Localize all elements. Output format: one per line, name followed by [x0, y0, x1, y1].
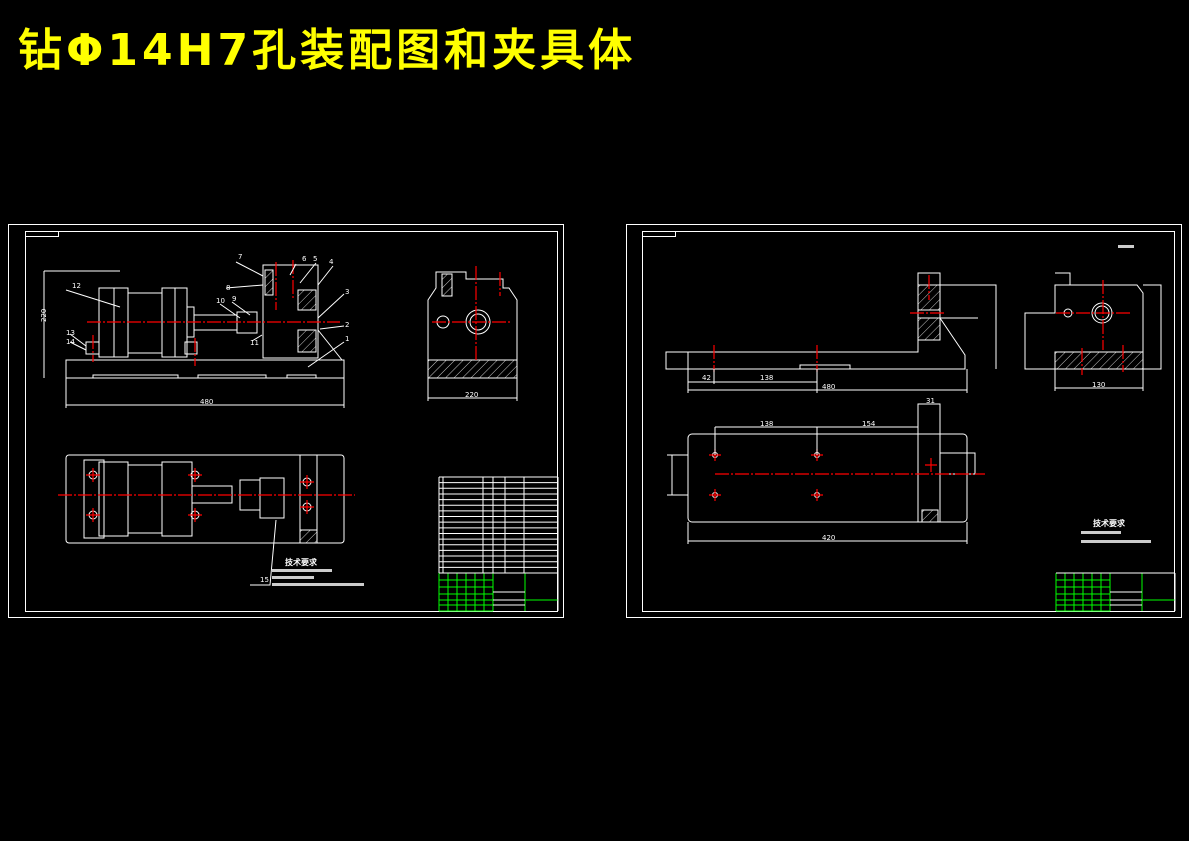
dimension-label: 220 [465, 391, 478, 399]
corner-box [25, 231, 59, 237]
tech-requirements: 技术要求 [272, 557, 364, 586]
bolt-holes [86, 468, 314, 522]
part-number: 9 [232, 295, 236, 303]
dimension-label: 31 [926, 397, 935, 405]
title-block [1055, 572, 1176, 612]
tech-requirements: 技术要求 [1081, 518, 1151, 543]
part-number: 2 [345, 321, 349, 329]
assembly-front-view: 480 220 12 7 8 6 5 4 3 2 1 10 9 13 14 11 [40, 253, 349, 408]
part-number: 8 [226, 284, 230, 292]
part-number: 10 [216, 297, 225, 305]
assembly-sheet[interactable]: 480 220 12 7 8 6 5 4 3 2 1 10 9 13 14 11 [8, 224, 564, 618]
fixture-body-sheet[interactable]: 42 138 480 130 [626, 224, 1182, 618]
part-number: 4 [329, 258, 334, 266]
sheet-border [8, 224, 564, 618]
dimension-label: 130 [1092, 381, 1105, 389]
title-block [438, 572, 559, 612]
parts-list-table [438, 476, 559, 574]
part-number: 6 [302, 255, 307, 263]
part-number: 3 [345, 288, 349, 296]
tech-requirements-heading: 技术要求 [1093, 518, 1126, 528]
part-number: 14 [66, 338, 75, 346]
body-side-view: 130 [1024, 272, 1162, 391]
dimension-label: 138 [760, 374, 773, 382]
part-number: 15 [260, 576, 269, 584]
dimension-label: 154 [862, 420, 876, 428]
mounting-holes [709, 449, 937, 501]
dimension-label: 420 [822, 534, 835, 542]
body-plan-view: 138 154 31 420 [667, 397, 985, 544]
sheet-frame [25, 231, 558, 612]
body-front-view: 42 138 480 [665, 272, 997, 393]
sheet-frame [642, 231, 1175, 612]
part-number: 13 [66, 329, 75, 337]
assembly-side-view: 220 [427, 266, 518, 401]
dimension-label: 480 [822, 383, 835, 391]
dimension-label: 480 [200, 398, 213, 406]
part-number: 7 [238, 253, 242, 261]
surface-finish-note [1118, 245, 1134, 248]
dimension-label: 138 [760, 420, 773, 428]
corner-box [642, 231, 676, 237]
assembly-top-view: 15 [58, 454, 355, 586]
part-number: 1 [345, 335, 349, 343]
tech-requirements-heading: 技术要求 [285, 557, 318, 567]
sheet-border [626, 224, 1182, 618]
part-number: 11 [250, 339, 259, 347]
drawing-title: 钻Φ14H7孔装配图和夹具体 [18, 25, 637, 76]
dimension-label: 42 [702, 374, 711, 382]
part-number: 5 [313, 255, 317, 263]
part-number: 12 [72, 282, 81, 290]
dimension-label: 220 [40, 309, 48, 322]
